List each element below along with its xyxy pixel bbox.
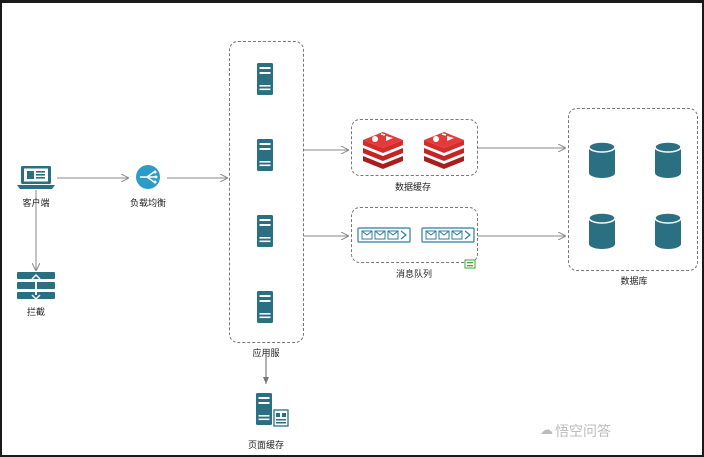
watermark: 悟空问答 <box>555 424 611 440</box>
data-cache-label: 数据缓存 <box>394 183 432 193</box>
server-icon <box>257 291 273 323</box>
database-group <box>568 108 698 271</box>
page-cache-label: 页面缓存 <box>247 441 285 451</box>
database-icon <box>654 141 682 179</box>
queue-icon <box>357 227 411 243</box>
firewall-icon <box>17 272 55 301</box>
queue-badge-icon <box>464 259 476 269</box>
data-cache-group <box>351 119 478 176</box>
redis-icon <box>423 131 465 170</box>
message-queue-group <box>351 207 478 263</box>
intercept-label: 拦截 <box>26 308 46 318</box>
laptop-icon <box>17 166 55 189</box>
message-queue-label: 消息队列 <box>395 270 433 280</box>
client-label: 客户端 <box>22 199 50 209</box>
queue-icon <box>421 227 475 243</box>
database-icon <box>588 212 616 250</box>
server-icon <box>257 63 273 95</box>
redis-icon <box>362 131 404 170</box>
app-server-label: 应用服 <box>252 349 280 359</box>
load-balancer-icon <box>136 165 160 189</box>
server-icon <box>257 215 273 247</box>
database-label: 数据库 <box>620 277 648 287</box>
load-balancer-label: 负载均衡 <box>129 199 167 209</box>
server-icon <box>257 139 273 171</box>
page-icon <box>273 409 289 427</box>
server-icon <box>256 393 272 425</box>
database-icon <box>654 212 682 250</box>
watermark-icon: ☁ <box>540 423 553 438</box>
database-icon <box>588 141 616 179</box>
connectors <box>36 148 565 384</box>
app-server-group <box>229 41 304 343</box>
